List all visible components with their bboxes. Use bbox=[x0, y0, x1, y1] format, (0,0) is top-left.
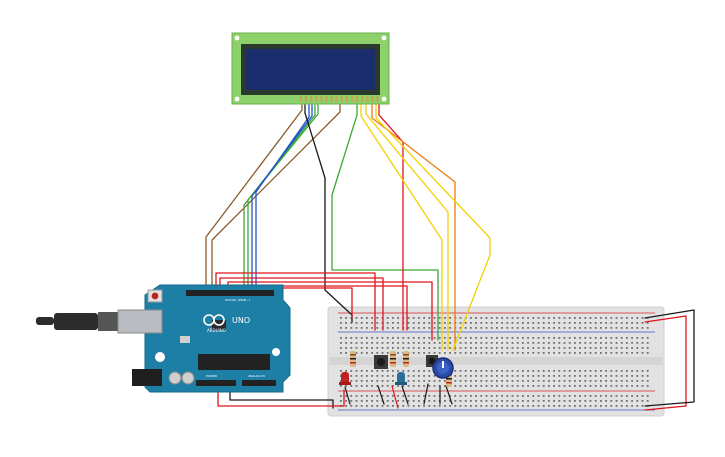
breadboard[interactable] bbox=[327, 306, 665, 417]
capacitor-1 bbox=[168, 371, 182, 385]
lcd-pin bbox=[320, 96, 323, 102]
breadboard-holes bbox=[340, 317, 649, 407]
digital-header-label: DIGITAL (PWM~) bbox=[225, 298, 250, 302]
analog-header-label: ANALOG IN bbox=[248, 374, 265, 378]
resistor-2[interactable] bbox=[390, 351, 396, 367]
wire-green-lcd bbox=[331, 104, 439, 341]
capacitor-2 bbox=[181, 371, 195, 385]
rail-loop-black bbox=[644, 309, 695, 407]
arduino-logo-icon bbox=[203, 314, 225, 326]
usb-cable bbox=[36, 309, 163, 334]
jumper-3 bbox=[391, 385, 399, 409]
lcd-pin bbox=[340, 96, 343, 102]
lcd-pin bbox=[366, 96, 369, 102]
pushbutton[interactable] bbox=[374, 355, 388, 369]
wire-yellow-1 bbox=[360, 104, 443, 351]
jumper-1 bbox=[344, 386, 351, 405]
lcd-pin bbox=[345, 96, 348, 102]
resistor-3[interactable] bbox=[403, 351, 409, 367]
wire-black-lcd bbox=[304, 104, 353, 323]
wire-red-a bbox=[215, 272, 376, 331]
power-header bbox=[196, 380, 236, 386]
power-jack bbox=[132, 369, 162, 386]
lcd-pin bbox=[300, 96, 302, 102]
wire-orange-lcd bbox=[371, 104, 456, 351]
lcd-screen bbox=[246, 49, 375, 90]
jumper-5 bbox=[423, 383, 429, 405]
wire-brown bbox=[205, 104, 303, 291]
lcd-pin bbox=[330, 96, 333, 102]
lcd-pin bbox=[315, 96, 318, 102]
jumper-4 bbox=[401, 385, 409, 405]
led-red[interactable] bbox=[339, 372, 351, 385]
lcd-display[interactable] bbox=[231, 32, 390, 105]
atmega-chip bbox=[198, 354, 270, 370]
lcd-pin bbox=[361, 96, 364, 102]
lcd-pin bbox=[310, 96, 313, 102]
lcd-pin bbox=[351, 96, 353, 102]
arduino-logo-text: ARDUINO bbox=[207, 328, 226, 333]
rail-loop-red bbox=[644, 315, 687, 411]
wire-green-2 bbox=[247, 104, 316, 291]
lcd-pin bbox=[356, 96, 359, 102]
lcd-pin bbox=[305, 96, 308, 102]
wire-red-lcd bbox=[378, 104, 404, 331]
lcd-pin-header bbox=[300, 96, 379, 102]
reset-button[interactable] bbox=[151, 292, 159, 300]
crystal bbox=[180, 336, 190, 343]
led-blue[interactable] bbox=[395, 372, 407, 385]
jumper-2 bbox=[377, 385, 385, 405]
wire-yellow-3 bbox=[365, 104, 449, 351]
digital-header bbox=[186, 290, 274, 296]
potentiometer[interactable] bbox=[432, 357, 454, 379]
lcd-pin bbox=[376, 96, 379, 102]
resistor-1[interactable] bbox=[350, 351, 356, 367]
wire-yellow-2 bbox=[375, 104, 491, 351]
lcd-pin bbox=[371, 96, 374, 102]
wire-blue-2 bbox=[255, 104, 310, 291]
jumper-7 bbox=[445, 385, 453, 405]
board-model: UNO bbox=[232, 316, 250, 325]
lcd-pin bbox=[335, 96, 338, 102]
wire-green-1 bbox=[243, 104, 319, 291]
arduino-uno[interactable]: ARDUINO UNO DIGITAL (PWM~) POWER ANALOG … bbox=[36, 284, 291, 393]
power-header-label: POWER bbox=[206, 374, 217, 378]
lcd-pin bbox=[325, 96, 328, 102]
wire-brown-2 bbox=[211, 104, 341, 291]
analog-header bbox=[242, 380, 276, 386]
